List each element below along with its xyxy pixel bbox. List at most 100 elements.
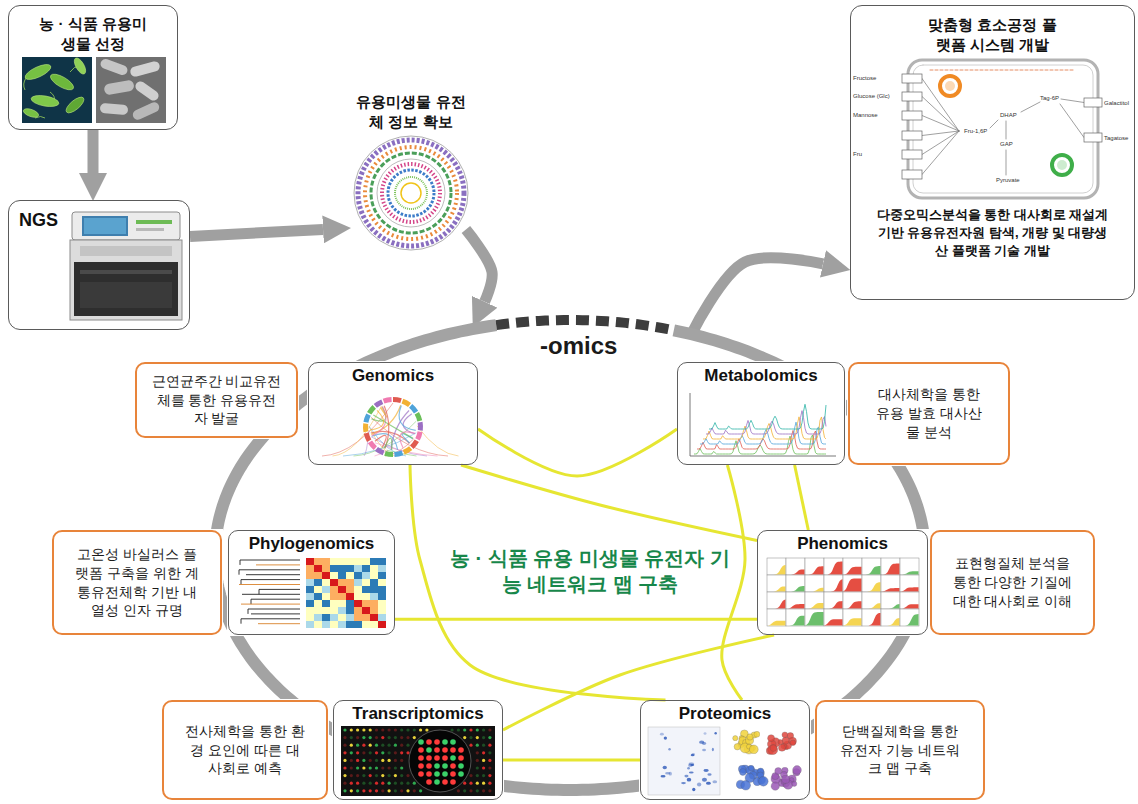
phylogeny-heatmap bbox=[378, 600, 386, 607]
genomics-plot bbox=[384, 406, 389, 449]
phylogeny-heatmap bbox=[306, 593, 314, 600]
phylogeny-heatmap bbox=[241, 580, 242, 585]
phenotype-grid bbox=[862, 609, 881, 626]
phylogeny-heatmap bbox=[362, 621, 370, 628]
microarray-image bbox=[375, 789, 378, 792]
microarray-image bbox=[488, 759, 491, 762]
genomics-plot bbox=[363, 413, 370, 422]
omics-box: Proteomics bbox=[640, 700, 810, 800]
phenotype-grid bbox=[806, 566, 824, 574]
phylogeny-heatmap bbox=[354, 558, 362, 565]
microarray-image bbox=[476, 744, 479, 747]
phylogeny-heatmap bbox=[370, 565, 378, 572]
genome-circle-map bbox=[371, 153, 451, 233]
flow-arrow bbox=[190, 229, 323, 236]
microarray-image bbox=[400, 789, 403, 792]
phylogeny-heatmap bbox=[240, 560, 300, 561]
proteome-image bbox=[687, 767, 690, 769]
microarray-image bbox=[381, 766, 384, 769]
microarray-image bbox=[406, 789, 409, 792]
phylogeny-heatmap bbox=[362, 614, 370, 621]
flow-arrow bbox=[87, 130, 98, 173]
bacteria-photo bbox=[30, 94, 59, 109]
phylogeny-heatmap bbox=[354, 614, 362, 621]
callout-box: 표현형질체 분석을 통한 다양한 기질에 대한 대사회로 이해 bbox=[930, 530, 1095, 635]
microarray-image bbox=[482, 789, 485, 792]
genomics-plot bbox=[393, 397, 402, 403]
phylogeny-heatmap bbox=[258, 623, 300, 624]
center-title: 농 · 식품 유용 미생물 유전자 기능 네트워크 맵 구축 bbox=[450, 545, 730, 597]
phenotype-grid bbox=[881, 592, 900, 609]
proteome-image bbox=[668, 748, 670, 750]
pathway-illustration bbox=[930, 70, 1075, 71]
phenotype-grid bbox=[768, 565, 786, 575]
callout-text: 표현형질체 분석을 통한 다양한 기질에 대한 대사회로 이해 bbox=[948, 554, 1078, 611]
microarray-image bbox=[375, 782, 378, 785]
microarray-image bbox=[450, 763, 456, 769]
phenotype-grid bbox=[882, 618, 900, 625]
phenotype-grid bbox=[805, 558, 824, 575]
phenotype-grid bbox=[767, 558, 919, 626]
phylogeny-heatmap bbox=[242, 594, 300, 595]
microarray-image bbox=[400, 774, 403, 777]
sequencer-image bbox=[82, 216, 128, 236]
phylogeny-heatmap bbox=[346, 579, 354, 586]
microarray-image bbox=[394, 744, 397, 747]
phylogeny-heatmap bbox=[362, 586, 370, 593]
microarray-image bbox=[434, 739, 440, 745]
phylogeny-heatmap bbox=[338, 614, 346, 621]
phylogeny-heatmap bbox=[306, 579, 314, 586]
rod-cells-photo bbox=[100, 103, 129, 115]
pathway-illustration bbox=[945, 81, 955, 91]
microarray-image bbox=[476, 728, 479, 731]
microarray-image bbox=[419, 789, 422, 792]
microarray-image bbox=[458, 747, 464, 753]
callout-text: 단백질체학을 통한 유전자 기능 네트워크 맵 구축 bbox=[838, 722, 962, 779]
phylogeny-heatmap bbox=[239, 558, 386, 628]
proteome-image bbox=[714, 732, 716, 735]
phylogeny-heatmap bbox=[330, 579, 338, 586]
microarray-image bbox=[375, 766, 378, 769]
microarray-image bbox=[413, 782, 416, 785]
pathway-illustration bbox=[908, 60, 1098, 198]
phenotype-grid bbox=[863, 613, 881, 626]
sequencer-image bbox=[84, 218, 126, 234]
phenotype-grid bbox=[863, 603, 881, 608]
phylogeny-heatmap bbox=[241, 604, 300, 605]
microarray-image bbox=[400, 744, 403, 747]
phylogeny-heatmap bbox=[251, 613, 300, 614]
phylogeny-heatmap bbox=[322, 572, 330, 579]
microarray-image bbox=[343, 782, 346, 785]
phylogeny-heatmap bbox=[322, 621, 330, 628]
genome-circle-map bbox=[358, 140, 464, 246]
microarray-image bbox=[476, 789, 479, 792]
phylogeny-heatmap bbox=[330, 572, 338, 579]
bacteria-photo bbox=[64, 94, 87, 115]
microarray-image bbox=[362, 766, 365, 769]
phylogeny-heatmap bbox=[370, 572, 378, 579]
genomics-plot bbox=[373, 415, 413, 438]
microarray-image bbox=[388, 744, 391, 747]
pathway-illustration bbox=[902, 74, 922, 83]
phenotype-grid bbox=[825, 619, 843, 625]
phylogeny-heatmap bbox=[338, 565, 346, 572]
phenotype-grid bbox=[768, 586, 786, 591]
phylogeny-heatmap bbox=[322, 607, 330, 614]
microarray-image bbox=[406, 782, 409, 785]
omics-box: Genomics bbox=[308, 362, 478, 465]
microarray-image bbox=[394, 789, 397, 792]
genome-map: 유용미생물 유전체 정보 확보 bbox=[350, 92, 472, 252]
phenotype-grid bbox=[881, 558, 900, 575]
microarray-image bbox=[400, 782, 403, 785]
callout-box: 근연균주간 비교유전체를 통한 유용유전자 발굴 bbox=[135, 362, 298, 438]
microarray-image bbox=[362, 759, 365, 762]
phylogeny-heatmap bbox=[248, 609, 300, 610]
microarray-image bbox=[469, 728, 472, 731]
microarray-image bbox=[381, 782, 384, 785]
pathway-illustration bbox=[990, 99, 1084, 175]
phylogeny-heatmap bbox=[239, 584, 300, 585]
microarray-image bbox=[369, 789, 372, 792]
genomics-plot bbox=[368, 441, 377, 450]
microarray-image bbox=[369, 774, 372, 777]
